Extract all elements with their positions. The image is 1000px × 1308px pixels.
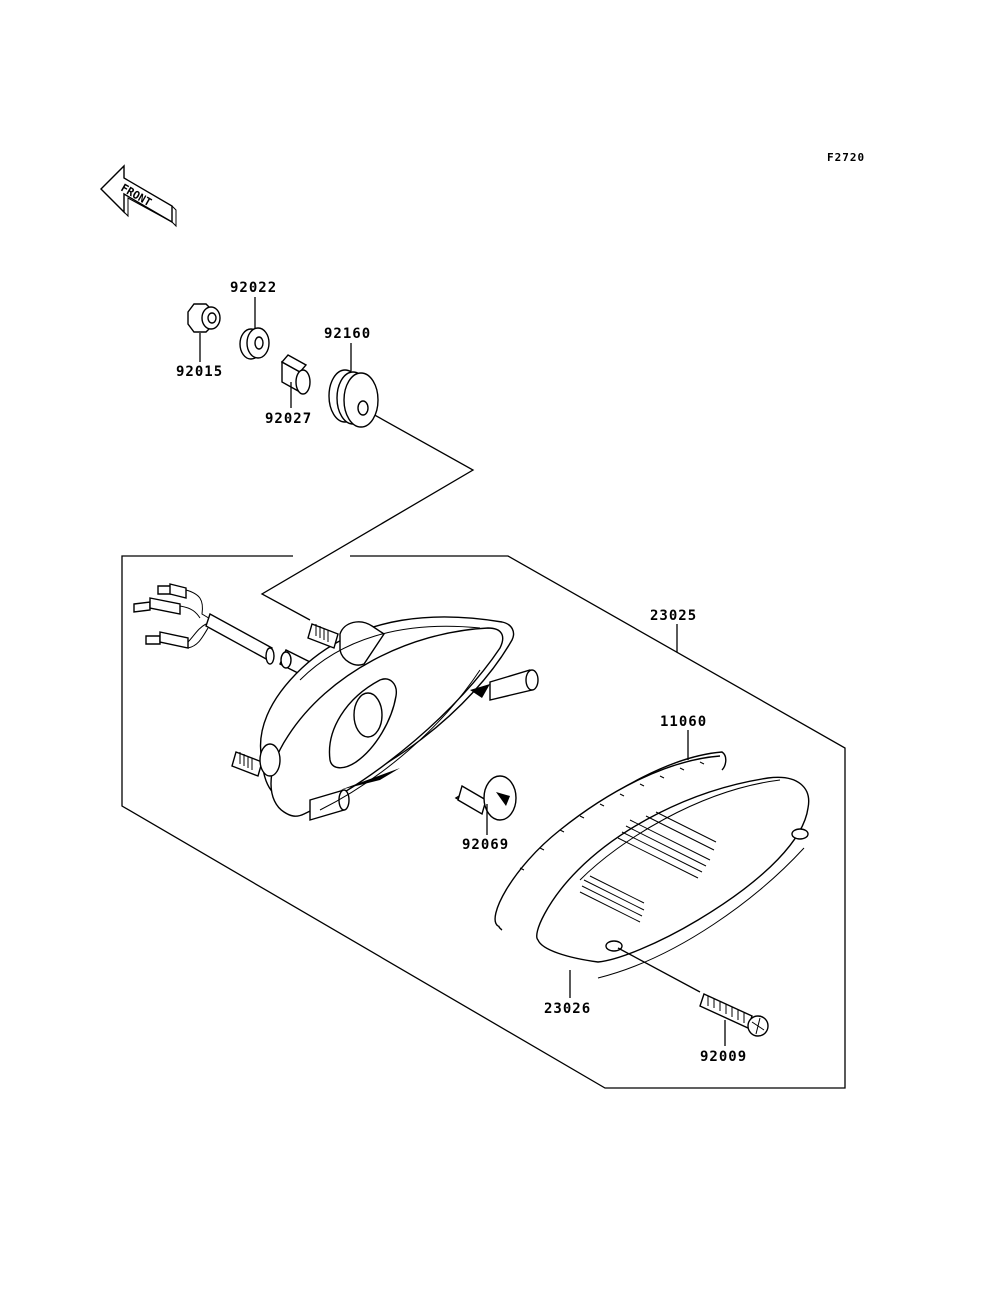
leader-screw-lens: [617, 947, 701, 993]
assembly-outline: [121, 555, 846, 1089]
label-23025: 23025: [650, 608, 697, 624]
grommet-92160: [328, 343, 379, 428]
lamp-housing: [133, 583, 539, 821]
label-11060: 11060: [660, 714, 707, 730]
screw-92009: [699, 993, 769, 1046]
figure-code: F2720: [827, 151, 865, 164]
nut-92015: [187, 303, 221, 362]
front-arrow-icon: FRONT: [100, 164, 177, 228]
label-23026: 23026: [544, 1001, 591, 1017]
wire-connector-icon: [133, 583, 213, 649]
collar-92027: [280, 354, 311, 408]
label-92015: 92015: [176, 364, 223, 380]
leader-92160-mount: [260, 407, 475, 621]
label-92160: 92160: [324, 326, 371, 342]
label-92027: 92027: [265, 411, 312, 427]
lens-23026: [536, 776, 810, 998]
washer-92022: [239, 297, 270, 360]
label-92022: 92022: [230, 280, 277, 296]
label-92009: 92009: [700, 1049, 747, 1065]
label-92069: 92069: [462, 837, 509, 853]
bulb-92069: [454, 775, 517, 835]
